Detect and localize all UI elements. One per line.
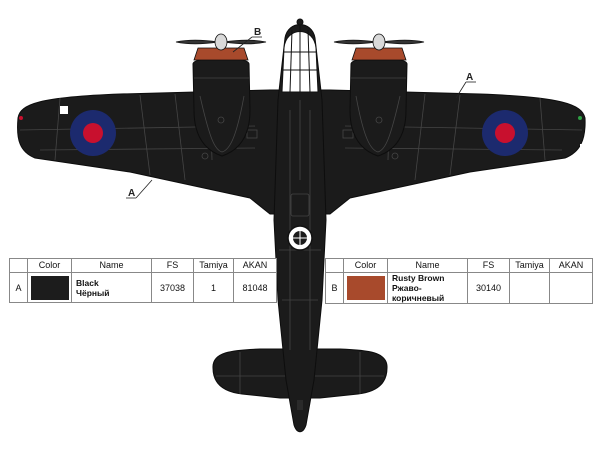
cowling-right [351,47,407,61]
color-swatch-cell [27,272,72,303]
legend-row-a: A Black Чёрный 37038 1 81048 [9,272,277,303]
header-tamiya: Tamiya [193,258,234,273]
color-name-cell: Black Чёрный [71,272,152,303]
header-fs: FS [467,258,510,273]
callout-b-label: B [254,27,261,38]
dorsal-turret [287,225,313,251]
row-id: B [325,272,344,304]
color-name-en: Rusty Brown [392,273,445,284]
left-aileron-white [14,146,19,152]
callout-b: B [232,27,262,53]
callout-a-left-label: A [128,188,135,199]
tamiya-code: 1 [193,272,234,303]
engine-nacelle-left [192,57,251,157]
roundel-left [70,110,116,156]
left-wingtip-light [60,106,68,114]
header-id [9,258,28,273]
header-color: Color [343,258,388,273]
header-akan: AKAN [233,258,277,273]
header-id [325,258,344,273]
right-aileron-white [580,144,585,150]
header-name: Name [387,258,468,273]
right-nav-light [578,116,582,120]
legend-row-b: B Rusty Brown Ржаво-коричневый 30140 [325,272,593,304]
header-name: Name [71,258,152,273]
color-name-ru: Ржаво-коричневый [392,283,445,303]
header-fs: FS [151,258,194,273]
akan-code: 81048 [233,272,277,303]
color-swatch-a [30,275,69,300]
header-tamiya: Tamiya [509,258,550,273]
color-swatch-b [346,276,385,300]
propeller-right [333,33,425,51]
callout-a-left: A [126,179,153,199]
akan-code [549,272,593,304]
fs-code: 37038 [151,272,194,303]
left-nav-light [19,116,23,120]
roundel-right [482,110,528,156]
engine-nacelle-right [349,57,408,157]
row-id: A [9,272,28,303]
header-akan: AKAN [549,258,593,273]
callout-a-right: A [455,72,476,99]
color-swatch-cell [343,272,388,304]
color-legend-table-b: Color Name FS Tamiya AKAN B Rusty Brown … [325,258,593,304]
color-name-en: Black [76,277,99,288]
color-legend-table-a: Color Name FS Tamiya AKAN A Black Чёрный… [9,258,277,303]
tamiya-code [509,272,550,304]
propeller-left [175,33,267,51]
cockpit-canopy [281,18,319,93]
color-name-ru: Чёрный [76,287,110,298]
tail-bumper [297,400,303,410]
callout-a-right-label: A [466,72,473,83]
fs-code: 30140 [467,272,510,304]
legend-header-row: Color Name FS Tamiya AKAN [325,258,593,273]
legend-header-row: Color Name FS Tamiya AKAN [9,258,277,273]
color-name-cell: Rusty Brown Ржаво-коричневый [387,272,468,304]
header-color: Color [27,258,72,273]
